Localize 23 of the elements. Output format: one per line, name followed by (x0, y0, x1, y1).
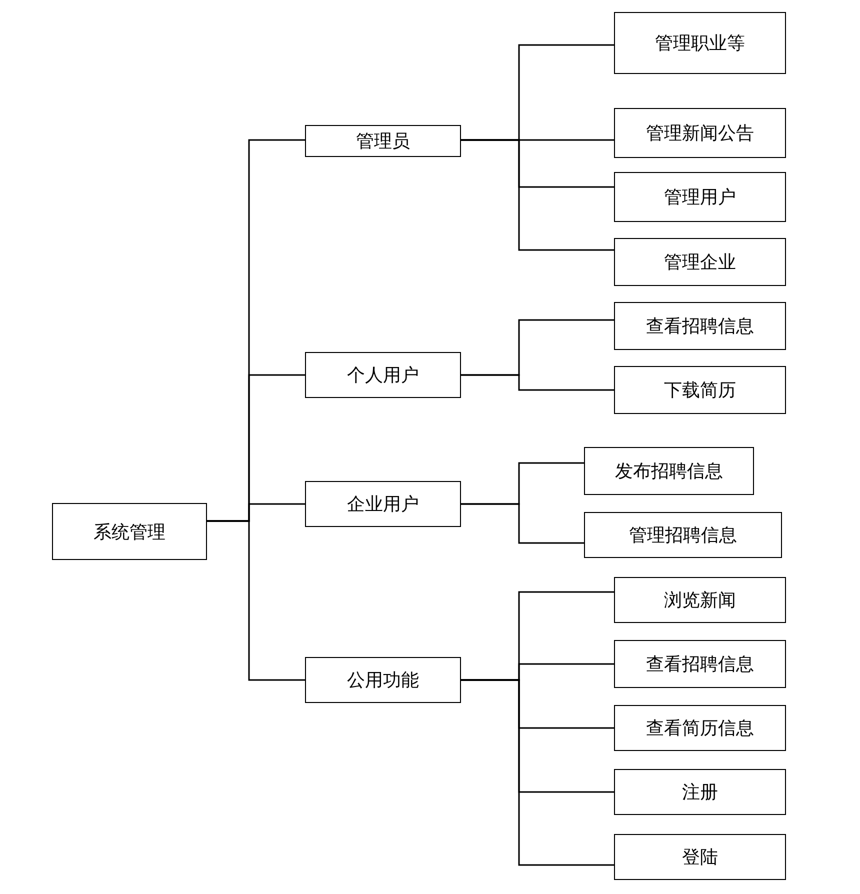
process-box: 个人用户 (305, 352, 461, 398)
connector-line (461, 374, 614, 391)
connector-line (207, 520, 305, 681)
process-box: 管理招聘信息 (584, 512, 782, 558)
process-box: 企业用户 (305, 481, 461, 527)
process-box: 管理用户 (614, 172, 786, 222)
process-box: 查看简历信息 (614, 705, 786, 751)
process-box: 查看招聘信息 (614, 302, 786, 350)
process-box: 系统管理 (52, 503, 207, 560)
process-box: 管理员 (305, 125, 461, 157)
process-box: 登陆 (614, 834, 786, 880)
connector-line (461, 139, 614, 251)
process-box: 浏览新闻 (614, 577, 786, 623)
process-box: 管理职业等 (614, 12, 786, 74)
process-box: 发布招聘信息 (584, 447, 754, 495)
process-box: 公用功能 (305, 657, 461, 703)
process-box: 注册 (614, 769, 786, 815)
process-box: 管理新闻公告 (614, 108, 786, 158)
connector-line (461, 679, 614, 866)
connector-line (461, 503, 584, 544)
process-box: 下载简历 (614, 366, 786, 414)
process-box: 查看招聘信息 (614, 640, 786, 688)
process-box: 管理企业 (614, 238, 786, 286)
